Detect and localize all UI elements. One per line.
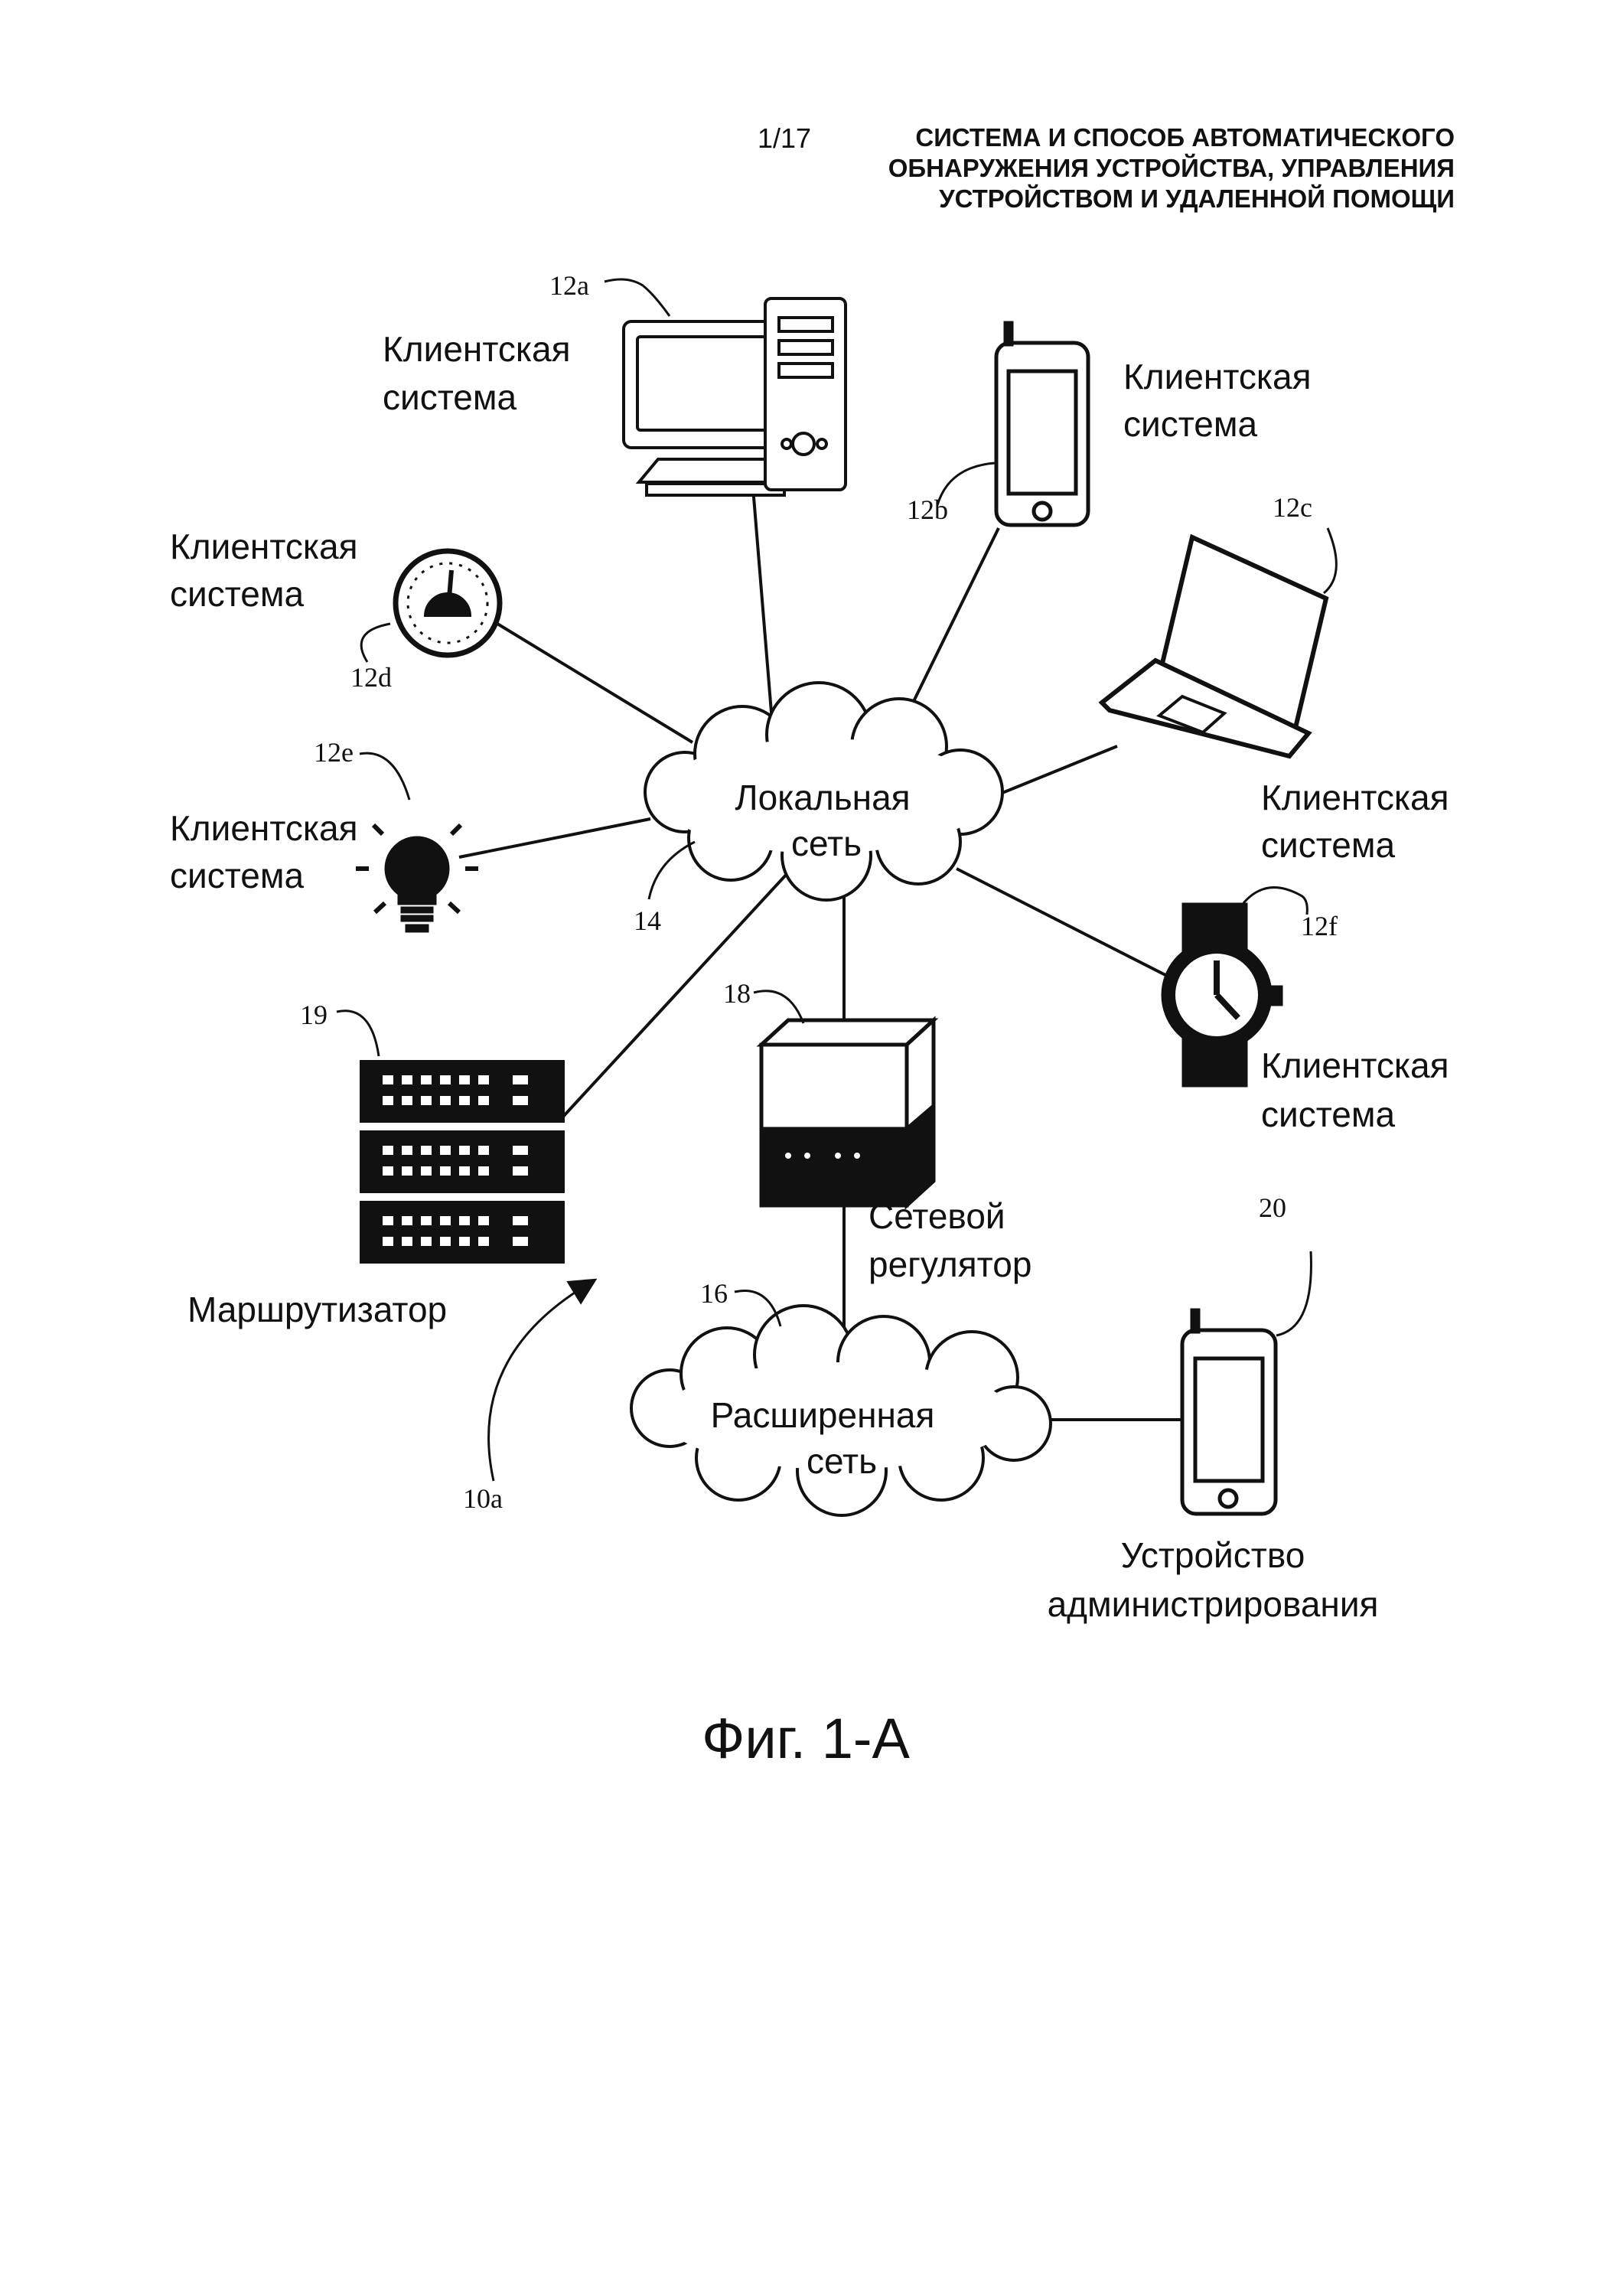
link-lan-router	[561, 871, 790, 1119]
gateway-label-1: Сетевой	[869, 1196, 1005, 1236]
c12c-label-1: Клиентская	[1261, 778, 1449, 817]
c12a-label-1: Клиентская	[383, 329, 571, 369]
title-line-2: ОБНАРУЖЕНИЯ УСТРОЙСТВА, УПРАВЛЕНИЯ	[888, 154, 1455, 182]
admin-label-2: администрирования	[1048, 1584, 1379, 1624]
c12d-label-2: система	[170, 574, 304, 614]
ref-19: 19	[300, 1000, 328, 1030]
system-arrow	[487, 1278, 598, 1482]
lan-label-1: Локальная	[735, 778, 910, 817]
ref-14: 14	[634, 905, 661, 936]
link-lan-12e	[458, 817, 651, 859]
wan-label-1: Расширенная	[711, 1395, 935, 1435]
rack-leds-1	[383, 1075, 528, 1105]
gateway-box-icon	[756, 1016, 939, 1210]
ref-12b: 12b	[907, 494, 948, 525]
rack-leds-3	[383, 1216, 528, 1246]
admin-label-1: Устройство	[1121, 1535, 1305, 1575]
c12f-label-1: Клиентская	[1261, 1045, 1449, 1085]
gateway-label-2: регулятор	[869, 1244, 1031, 1284]
ref-12e: 12e	[314, 737, 354, 768]
ref-10a: 10a	[463, 1483, 503, 1514]
sheet-number: 1/17	[758, 122, 812, 154]
ref-12c: 12c	[1273, 492, 1312, 523]
c12b-label-2: система	[1123, 404, 1257, 444]
c12e-label-1: Клиентская	[170, 808, 358, 848]
router-label: Маршрутизатор	[187, 1290, 447, 1329]
link-lan-12f	[956, 867, 1168, 977]
light-bulb-icon	[356, 823, 478, 933]
ref-12f: 12f	[1301, 911, 1338, 941]
title-line-1: СИСТЕМА И СПОСОБ АВТОМАТИЧЕСКОГО	[915, 123, 1455, 152]
c12f-label-2: система	[1261, 1094, 1395, 1134]
c12b-label-1: Клиентская	[1123, 357, 1312, 396]
smartphone-icon	[994, 321, 1090, 527]
ref-12a: 12a	[549, 270, 589, 301]
title-line-3: УСТРОЙСТВОМ И УДАЛЕННОЙ ПОМОЩИ	[939, 184, 1455, 213]
ref-12d: 12d	[350, 662, 392, 693]
ref-20: 20	[1259, 1192, 1286, 1223]
link-lan-12a	[751, 478, 774, 732]
rack-leds-2	[383, 1146, 528, 1176]
ref-18: 18	[723, 978, 751, 1009]
link-lan-12c	[994, 745, 1118, 797]
desktop-computer-icon	[622, 297, 847, 497]
c12c-label-2: система	[1261, 825, 1395, 865]
server-rack-icon	[360, 1060, 565, 1264]
wan-label-2: сеть	[807, 1441, 877, 1481]
c12a-label-2: система	[383, 377, 517, 417]
lan-label-2: сеть	[791, 823, 862, 863]
c12e-label-2: система	[170, 856, 304, 895]
figure-caption: Фиг. 1-А	[702, 1707, 910, 1770]
link-lan-12d	[496, 622, 694, 744]
link-lan-12b	[898, 527, 1000, 732]
wristwatch-icon	[1161, 902, 1283, 1088]
patent-title: СИСТЕМА И СПОСОБ АВТОМАТИЧЕСКОГО ОБНАРУЖ…	[766, 122, 1455, 214]
thermostat-dial-icon	[393, 548, 503, 658]
laptop-icon	[1098, 533, 1329, 759]
admin-smartphone-icon	[1180, 1308, 1278, 1516]
connection-lines	[458, 478, 1182, 1421]
ref-16: 16	[700, 1278, 728, 1309]
c12d-label-1: Клиентская	[170, 527, 358, 566]
